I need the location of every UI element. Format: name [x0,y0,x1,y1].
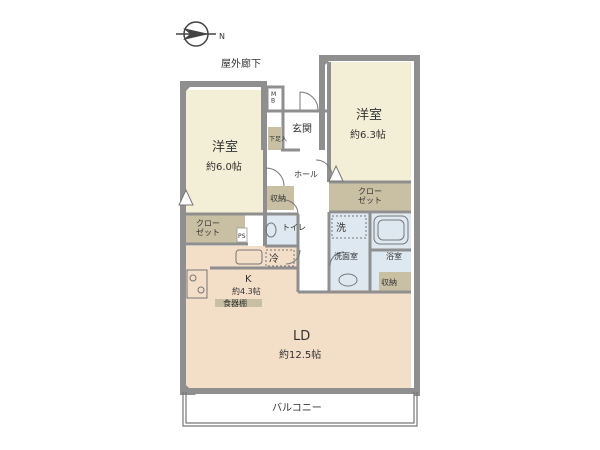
closet-west [185,214,245,244]
window-marker [178,188,194,206]
fridge-box [265,249,295,267]
balcony [182,392,418,427]
wall-corners [180,55,335,395]
washer-label: 洗 [336,222,346,234]
fridge-label: 冷 [269,252,279,265]
west-room-name: 洋室 [212,139,238,155]
pantry-counter [215,299,262,307]
corridor-label: 屋外廊下 [221,57,261,70]
stove-icon [186,269,208,299]
toilet-floor [265,214,298,246]
west-room-size: 約6.0帖 [206,160,242,173]
ld-size: 約12.5帖 [279,348,321,361]
east-room-name: 洋室 [356,107,382,123]
washroom-label: 洗面室 [334,251,358,261]
storage-hall-label: 収納 [270,193,286,203]
fixtures [178,164,409,299]
storage-wash-label: 収納 [381,277,397,287]
storage-wash [379,272,411,292]
compass-label: N [219,32,225,41]
closet-west-label: クローゼット [196,219,220,237]
hall-label: ホール [294,170,318,179]
kitchen-size: 約4.3帖 [232,286,261,296]
balcony-label: バルコニー [272,402,322,414]
pantry-label: 食器棚 [223,298,247,308]
ps-box [236,227,248,243]
storage-hall [267,186,294,210]
bathtub-icon [373,215,409,245]
west-room-floor [185,90,265,214]
ld-name: LD [293,329,310,344]
toilet-label: トイレ [282,223,306,232]
washer-box [331,215,367,239]
compass-icon: N [176,21,225,47]
toilet-icon [265,222,277,238]
east-room-floor [329,62,411,182]
window-marker-2 [328,164,344,182]
closet-east-label: クローゼット [358,187,382,205]
closet-east [329,182,411,212]
east-room-size: 約6.3帖 [350,128,386,141]
bath-label: 浴室 [386,251,402,261]
shoe-box-label: 下足入 [269,136,287,143]
shoe-box [268,127,281,150]
ps-label: PS [238,233,246,240]
kitchen-name: K [245,274,252,285]
walls [180,55,420,396]
sink-icon [338,273,358,287]
kitchen-sink-icon [235,249,263,265]
hall-cut [298,246,329,292]
closets [185,127,411,307]
entrance-label: 玄関 [292,122,312,135]
